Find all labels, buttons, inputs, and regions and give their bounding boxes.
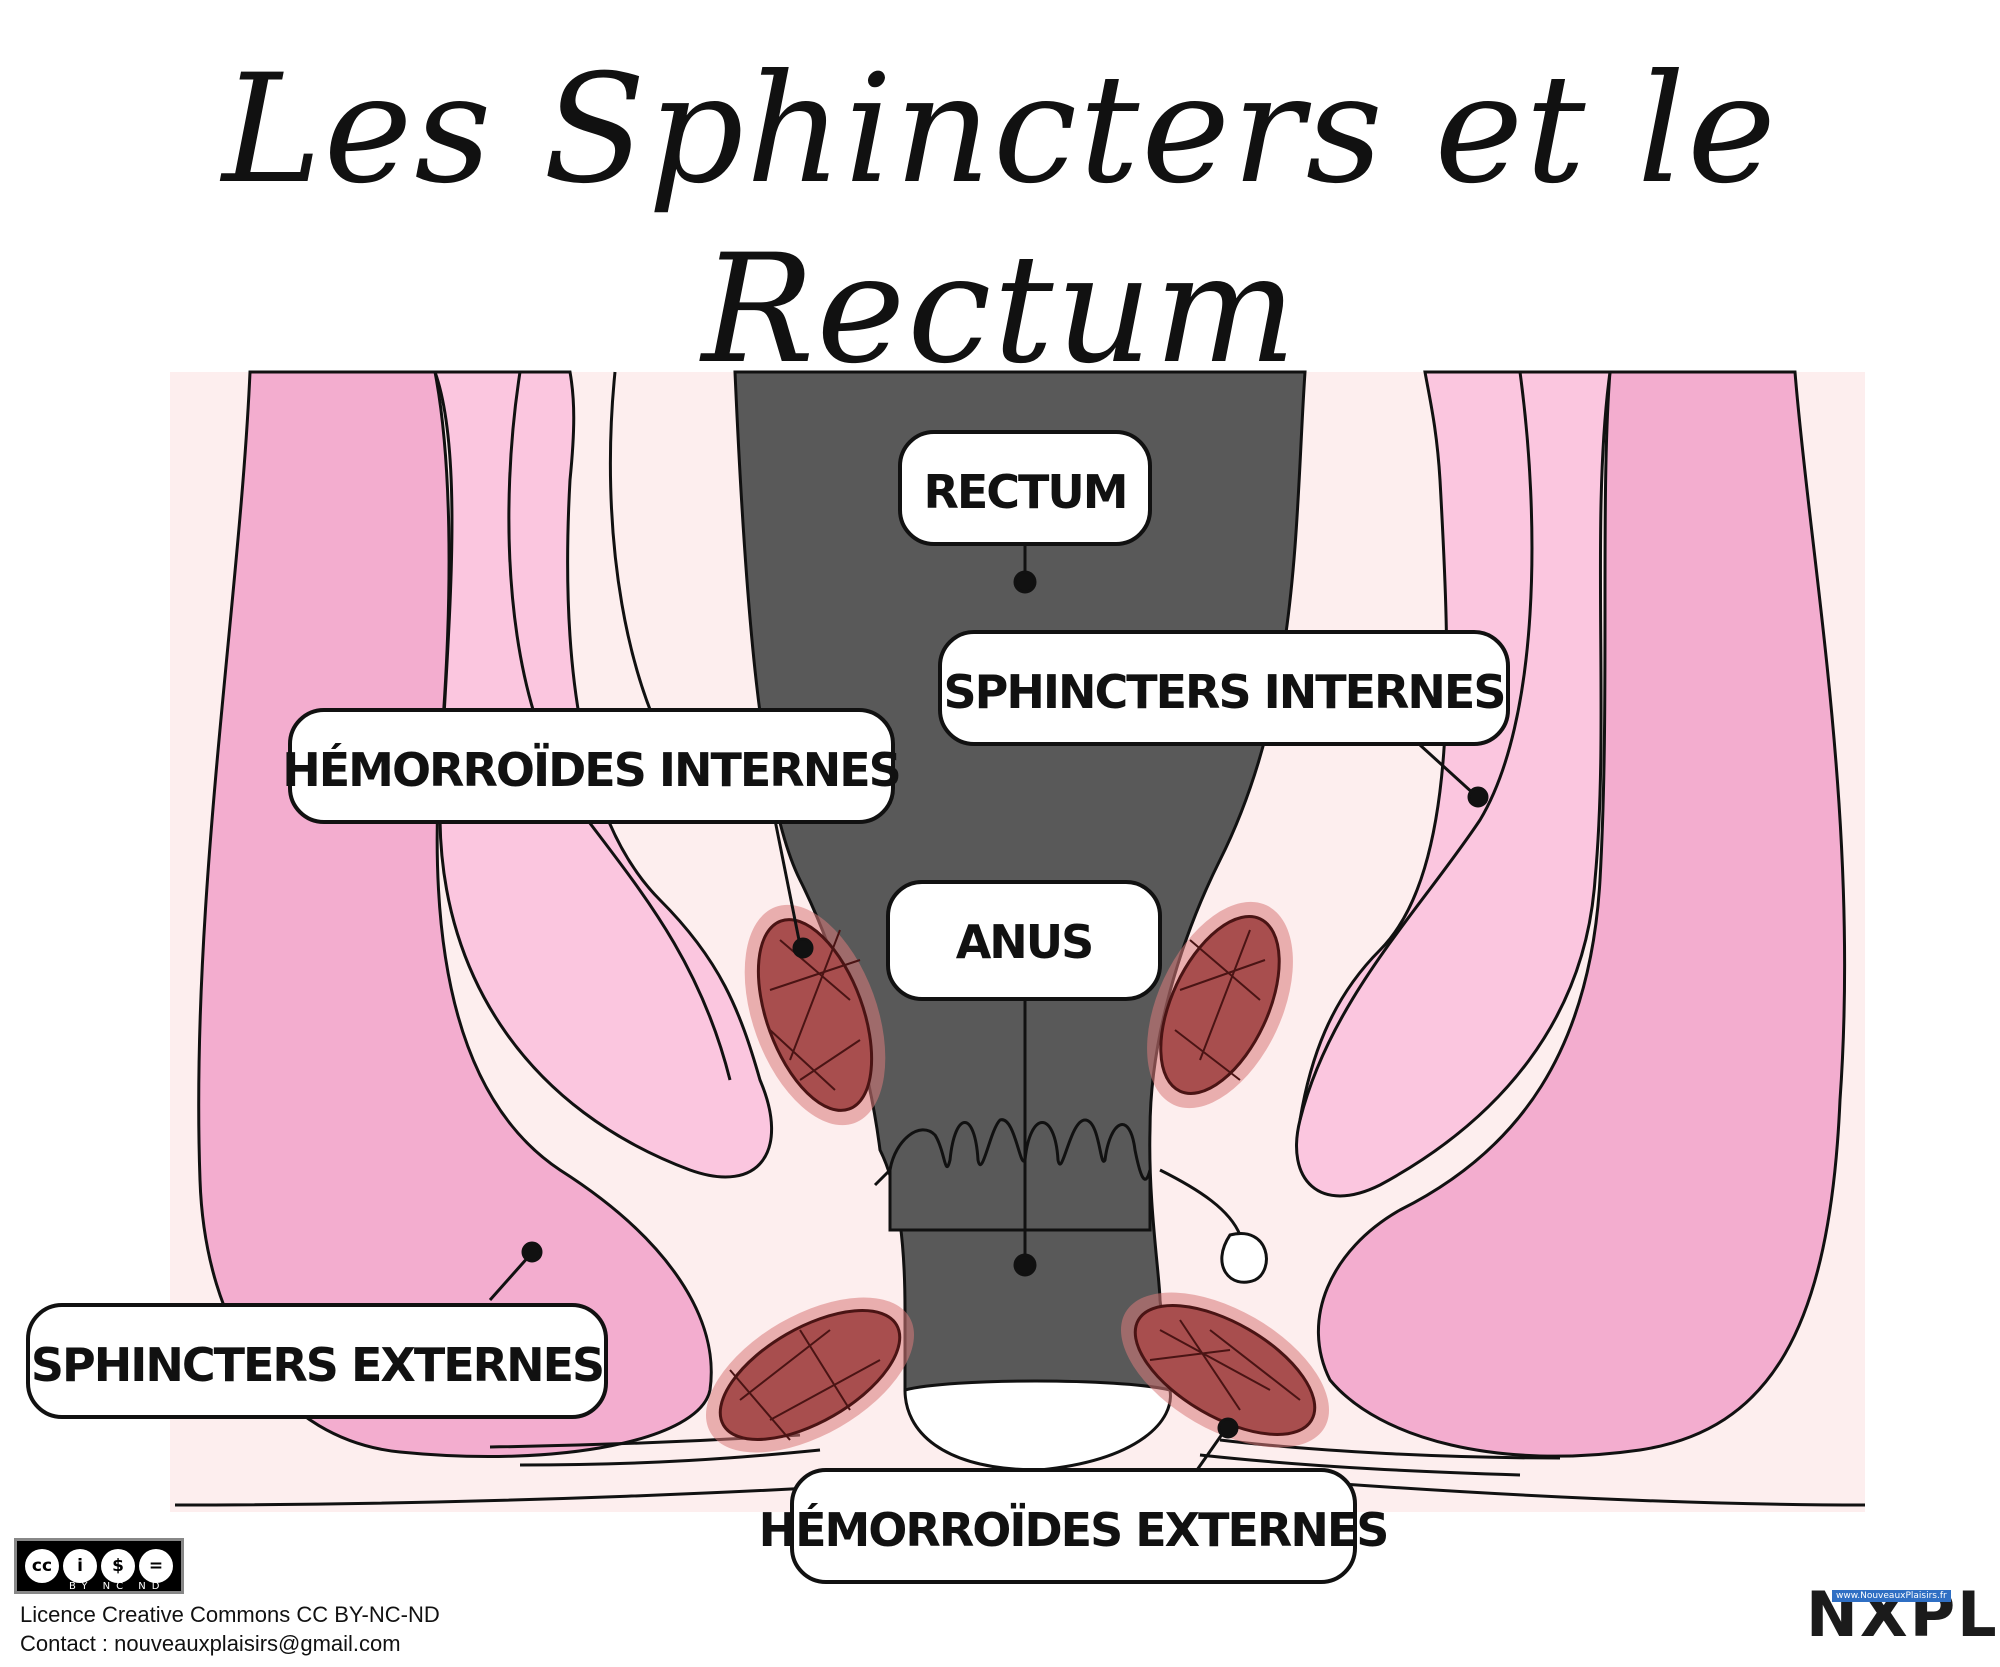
svg-text:SPHINCTERS INTERNES: SPHINCTERS INTERNES xyxy=(944,665,1505,719)
hemorroide-interne-right xyxy=(1147,901,1293,1109)
cc-license-badge: cc i $ = BY NC ND xyxy=(14,1538,184,1594)
nc-icon: $ xyxy=(101,1549,135,1583)
hemorroide-interne-left xyxy=(744,904,886,1126)
sphincter-externe-right xyxy=(1316,370,1847,1458)
page-title: Les Sphincters et le Rectum xyxy=(222,43,1778,397)
label-hemorroides-internes: HÉMORROÏDES INTERNES xyxy=(282,708,902,824)
svg-text:HÉMORROÏDES EXTERNES: HÉMORROÏDES EXTERNES xyxy=(759,1503,1388,1557)
license-text: Licence Creative Commons CC BY-NC-ND xyxy=(20,1602,440,1627)
hemorroide-externe-left xyxy=(705,1297,915,1453)
by-icon: i xyxy=(63,1549,97,1583)
label-sphincters-externes: SPHINCTERS EXTERNES xyxy=(26,1303,608,1419)
label-hemorroides-externes: HÉMORROÏDES EXTERNES xyxy=(759,1468,1389,1584)
leader-lines xyxy=(488,545,1489,1481)
svg-text:SPHINCTERS EXTERNES: SPHINCTERS EXTERNES xyxy=(31,1338,603,1392)
hemorroide-externe-right xyxy=(1120,1292,1330,1448)
cc-badge-sub: BY NC ND xyxy=(69,1581,166,1592)
footer-text: Licence Creative Commons CC BY-NC-ND Con… xyxy=(20,1600,440,1658)
label-rectum: RECTUM xyxy=(898,430,1152,546)
label-sphincters-internes: SPHINCTERS INTERNES xyxy=(938,630,1510,746)
label-anus: ANUS xyxy=(886,880,1162,1001)
svg-text:RECTUM: RECTUM xyxy=(923,465,1126,519)
contact-text: Contact : nouveauxplaisirs@gmail.com xyxy=(20,1631,401,1656)
cc-icon: cc xyxy=(25,1549,59,1583)
svg-text:HÉMORROÏDES INTERNES: HÉMORROÏDES INTERNES xyxy=(282,743,900,797)
svg-text:ANUS: ANUS xyxy=(956,915,1093,969)
logo-url-tag: www.NouveauxPlaisirs.fr xyxy=(1832,1590,1951,1602)
nd-icon: = xyxy=(139,1549,173,1583)
drop xyxy=(1220,1232,1268,1284)
